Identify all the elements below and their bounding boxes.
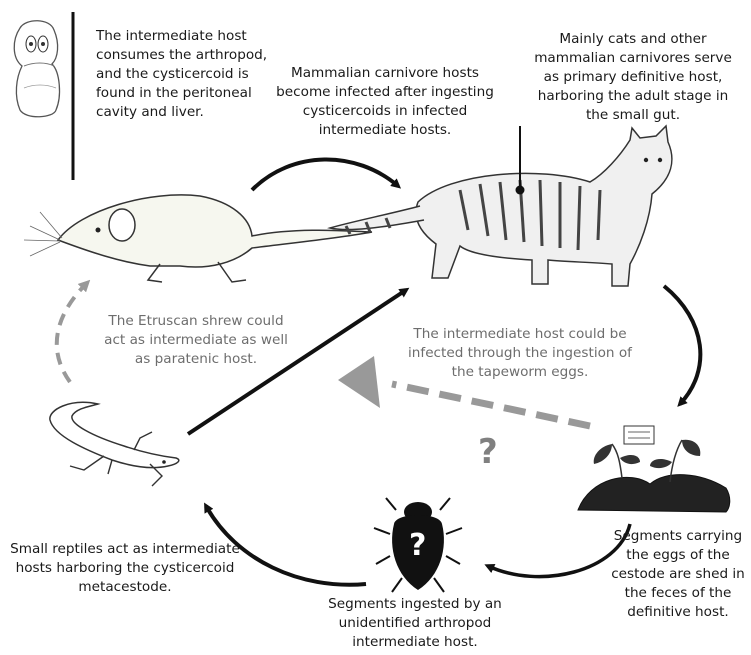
cat-icon <box>327 124 673 287</box>
label-egg-ingestion: The intermediate host could be infected … <box>408 326 632 380</box>
arrow-eggs-to-intermediate <box>391 380 591 430</box>
label-arthropod: Segments ingested by an unidentified art… <box>328 596 502 650</box>
label-segments-shed: Segments carrying the eggs of the cestod… <box>611 528 745 620</box>
label-shrew-paratenic: The Etruscan shrew could act as intermed… <box>104 313 288 367</box>
arrow-beetle-to-lizard <box>204 502 367 587</box>
shrew-icon <box>23 194 373 283</box>
lizard-icon <box>49 401 180 487</box>
label-reptiles: Small reptiles act as intermediate hosts… <box>10 541 240 595</box>
beetle-question-mark: ? <box>409 528 427 563</box>
cat-pointer-dot <box>515 185 525 195</box>
arrow-lizard-to-cat <box>186 287 410 436</box>
arrow-shrew-to-cat <box>250 157 402 192</box>
soil-plants-icon <box>577 425 731 513</box>
arrow-eggs-head <box>338 356 380 408</box>
label-carnivore-infection: Mammalian carnivore hosts become infecte… <box>276 65 494 138</box>
arrow-cat-to-soil <box>662 284 703 407</box>
label-definitive-host: Mainly cats and other mammalian carnivor… <box>534 31 732 123</box>
label-cysticercoid-host: The intermediate host consumes the arthr… <box>96 28 268 120</box>
unknown-route-question-mark: ? <box>478 432 498 472</box>
cysticercoid-larva-icon <box>13 20 61 118</box>
arrow-lizard-to-shrew <box>54 279 91 384</box>
arrow-soil-to-beetle <box>484 523 632 579</box>
beetle-icon <box>373 497 463 593</box>
